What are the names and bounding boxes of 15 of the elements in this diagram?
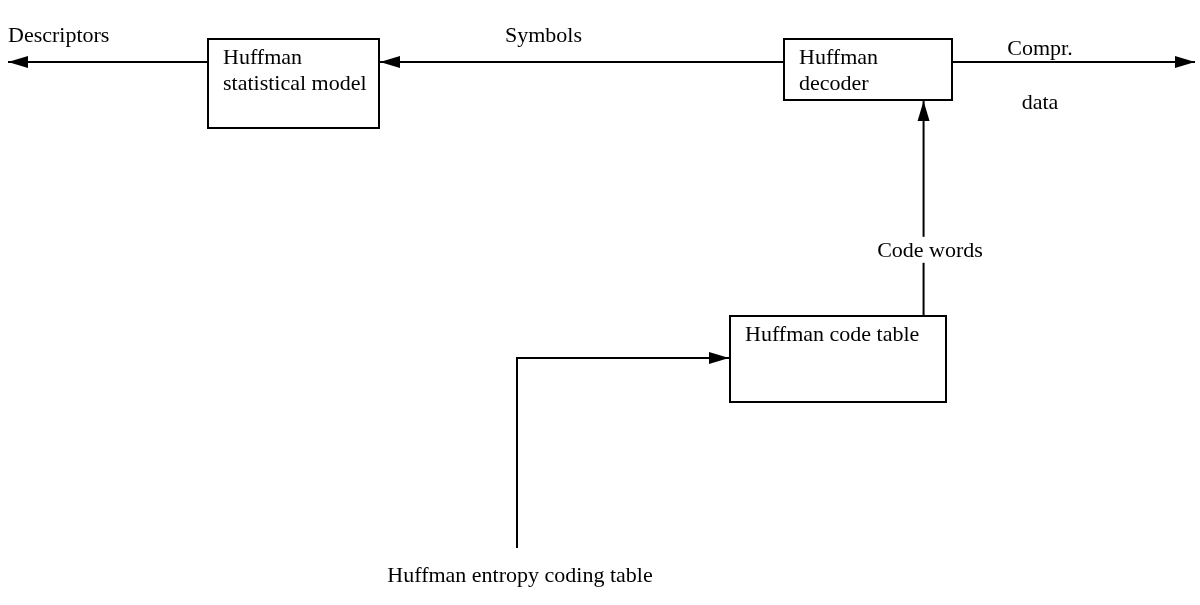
box-text: Huffman code table [745,321,921,348]
process-box [729,315,947,403]
process-box [783,38,953,101]
process-box [207,38,380,129]
edge-label: Symbols [505,22,583,49]
arrow [516,352,730,549]
input-label: Huffman entropy coding table [387,562,653,589]
edge-label: Compr. data [1006,34,1074,116]
arrow [379,56,784,68]
box-text: Huffman decoder [799,44,880,97]
edge-label: Descriptors [8,22,110,49]
arrow [952,56,1196,68]
arrow [7,56,208,68]
arrow [917,100,930,316]
box-text: Huffman statistical model [223,44,368,97]
